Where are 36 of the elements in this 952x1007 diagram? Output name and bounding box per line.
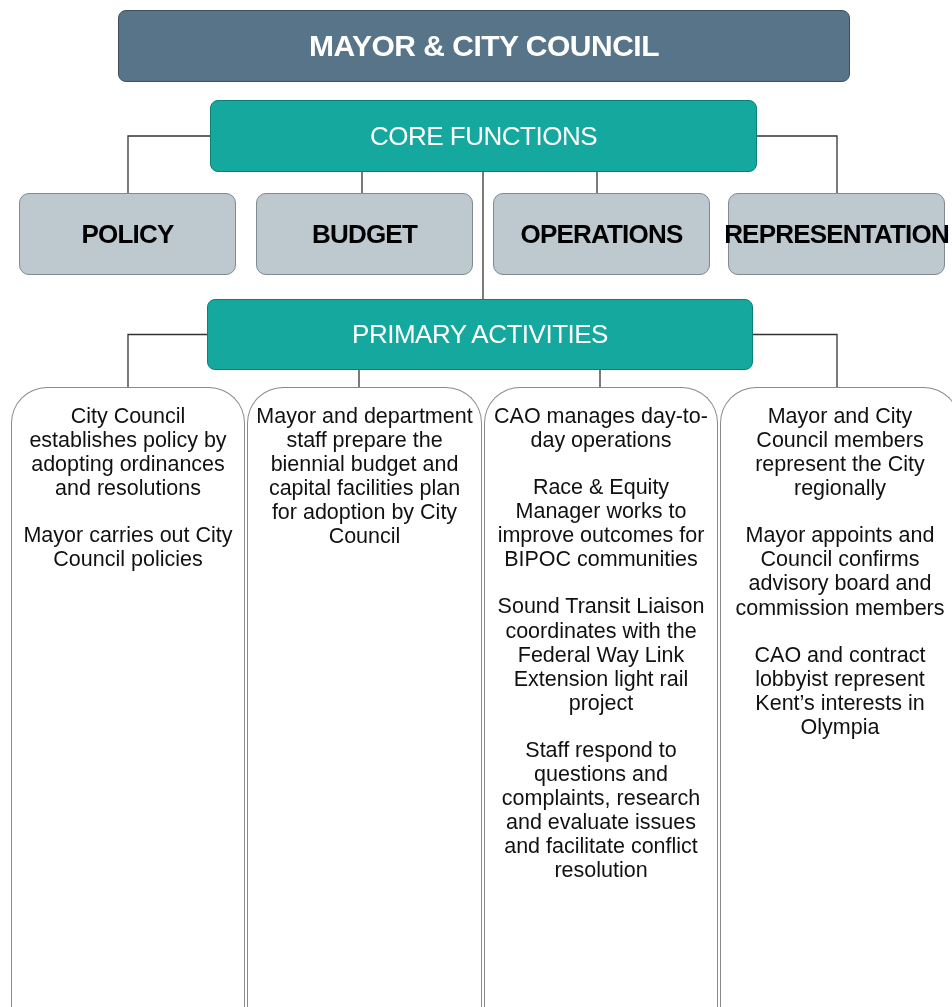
activity-text: Staff respond to questions and complaints, research and evaluate issues and facilitate conflict resolution bbox=[500, 737, 702, 883]
activity-text: Sound Transit Liaison coordinates with the Federal Way Link Extension light rail project bbox=[496, 594, 706, 715]
connector-line bbox=[127, 135, 211, 194]
title-box bbox=[118, 10, 850, 82]
heading-box bbox=[210, 100, 757, 172]
activity-text: Mayor carries out City Council policies bbox=[22, 523, 234, 572]
activity-column bbox=[11, 387, 245, 1007]
connector-line bbox=[127, 333, 208, 388]
box-label: REPRESENTATION bbox=[724, 218, 949, 250]
activity-text: Mayor and City Council members represent the City regionally bbox=[754, 404, 926, 501]
box-label: OPERATIONS bbox=[520, 218, 683, 250]
connector-line bbox=[361, 171, 363, 194]
activity-text: CAO manages day-to-day operations bbox=[493, 404, 709, 453]
activity-text: Race & Equity Manager works to improve outcomes for BIPOC communities bbox=[496, 475, 706, 572]
connector-line bbox=[596, 171, 598, 194]
heading-box bbox=[207, 299, 753, 370]
activity-text: CAO and contract lobbyist represent Kent’s interests in Olympia bbox=[753, 642, 927, 739]
category-box bbox=[256, 193, 473, 275]
connector-line bbox=[756, 135, 838, 194]
connector-line bbox=[599, 369, 601, 388]
category-box bbox=[19, 193, 236, 275]
box-label: MAYOR & CITY COUNCIL bbox=[309, 29, 659, 63]
activity-text: Mayor and department staff prepare the biennial budget and capital facilities plan for adoption by City Council bbox=[256, 404, 473, 549]
box-label: BUDGET bbox=[312, 218, 417, 250]
connector-line bbox=[752, 333, 838, 388]
activity-text: City Council establishes policy by adopting ordinances and resolutions bbox=[28, 404, 228, 501]
activity-column bbox=[484, 387, 718, 1007]
box-label: POLICY bbox=[81, 218, 174, 250]
connector-line bbox=[358, 369, 360, 388]
connector-line bbox=[482, 171, 484, 300]
box-label: PRIMARY ACTIVITIES bbox=[352, 319, 608, 350]
box-label: CORE FUNCTIONS bbox=[370, 120, 597, 152]
category-box bbox=[493, 193, 710, 275]
activity-column bbox=[720, 387, 952, 1007]
activity-text: Mayor appoints and Council confirms advisory board and commission members bbox=[734, 523, 946, 620]
activity-column bbox=[247, 387, 482, 1007]
